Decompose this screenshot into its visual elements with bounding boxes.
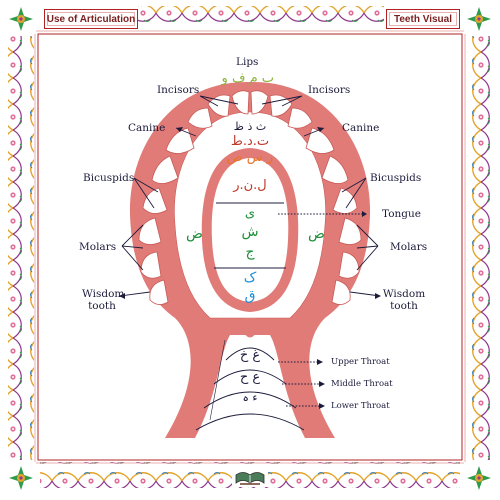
label-canine-right: Canine: [342, 122, 380, 134]
teeth-front: [231, 90, 269, 115]
label-wisdom-right-line2: tooth: [390, 300, 418, 312]
letters-tongue-back-2: ق: [244, 288, 256, 304]
label-wisdom-left: Wisdom tooth: [82, 288, 125, 312]
tongue-surface: [211, 158, 289, 302]
label-tongue: Tongue: [382, 208, 421, 220]
header-articulation-title: Use of Articulation: [44, 9, 138, 29]
letters-tongue-tip: ل.ن.ر: [233, 178, 267, 193]
label-wisdom-left-line1: Wisdom: [82, 288, 125, 300]
letters-tongue-back-1: ک: [243, 270, 257, 286]
letters-side-left: ض: [186, 226, 203, 242]
letters-throat-lower: ء ہ: [242, 391, 258, 404]
label-wisdom-right-line1: Wisdom: [382, 288, 426, 300]
label-molars-right: Molars: [390, 241, 428, 253]
letters-lips: ب م ف و: [221, 71, 274, 86]
label-wisdom-right: Wisdom tooth: [382, 288, 426, 312]
label-incisors-left: Incisors: [157, 84, 200, 96]
letters-tongue-mid-1: ی: [244, 206, 256, 221]
teeth-left: [138, 94, 231, 305]
letters-gum: ز س ص: [226, 150, 274, 165]
label-lower-throat: Lower Throat: [331, 401, 390, 411]
letters-incisors-2: ت.د.ط: [230, 134, 270, 149]
label-bicuspids-right: Bicuspids: [370, 172, 422, 184]
arrowheads: [119, 127, 381, 409]
letters-tongue-mid-2: ش: [241, 224, 259, 240]
letters-tongue-mid-3: ج: [245, 244, 255, 260]
floral-corner-icon: [6, 462, 36, 494]
letters-side-right: ض: [308, 226, 325, 242]
label-molars-left: Molars: [79, 241, 117, 253]
label-upper-throat: Upper Throat: [331, 357, 390, 367]
label-incisors-right: Incisors: [308, 84, 351, 96]
label-middle-throat: Middle Throat: [331, 379, 393, 389]
label-wisdom-left-line2: tooth: [88, 300, 116, 312]
floral-corner-icon: [6, 4, 36, 34]
floral-corner-icon: [464, 4, 494, 34]
floral-corner-icon: [464, 462, 494, 494]
letters-throat-upper: غ خ: [239, 348, 261, 363]
label-canine-left: Canine: [128, 122, 166, 134]
label-lips: Lips: [236, 56, 259, 68]
throat-left-wall: [209, 339, 226, 421]
teeth-right: [269, 94, 362, 305]
uvula: [244, 318, 256, 338]
letters-incisors-1: ث ذ ظ: [233, 120, 267, 133]
letters-throat-middle: ع ح: [239, 370, 261, 385]
leader-lines: [119, 95, 381, 407]
open-book-icon: [232, 469, 268, 487]
label-bicuspids-left: Bicuspids: [83, 172, 135, 184]
header-teeth-visual-title: Teeth Visual: [386, 9, 460, 29]
throat-arcs: [195, 347, 305, 431]
